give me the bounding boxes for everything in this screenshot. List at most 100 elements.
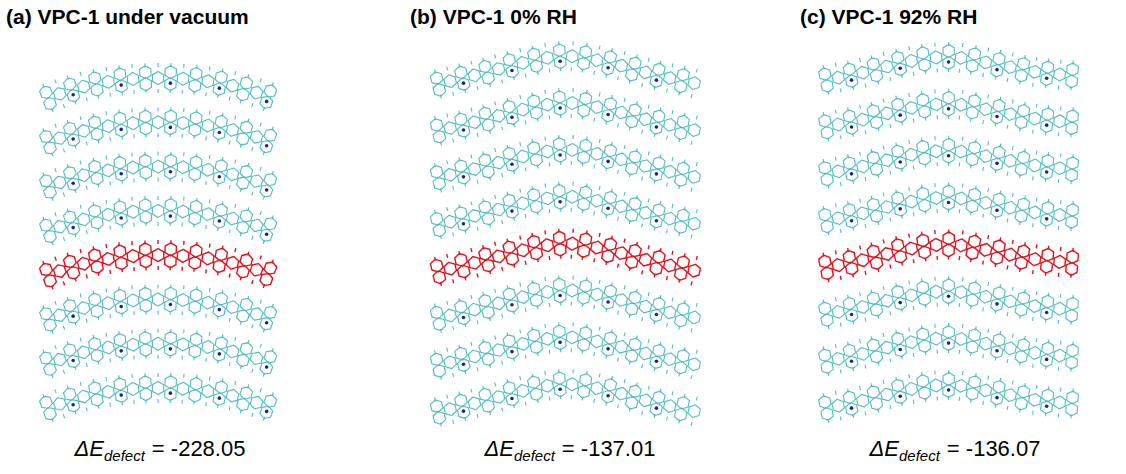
nitrogen-atom [606,66,610,70]
nitrogen-atom [218,86,222,90]
nitrogen-atom [218,219,222,223]
nitrogen-atom [218,352,222,356]
nitrogen-atom [169,81,173,85]
nitrogen-atom [119,393,123,397]
stacked-layer [819,42,1079,95]
panel-title: (a) VPC-1 under vacuum [6,5,249,29]
energy-label: ΔEdefect = -137.01 [485,436,656,464]
nitrogen-atom [510,397,514,401]
nitrogen-atom [169,391,173,395]
energy-symbol: ΔE [485,436,514,461]
nitrogen-atom [898,348,902,352]
nitrogen-atom [947,341,951,345]
nitrogen-atom [898,301,902,305]
nitrogen-atom [850,125,854,129]
stacked-layer [430,322,700,379]
nitrogen-atom [995,208,999,212]
nitrogen-atom [995,302,999,306]
nitrogen-atom [510,303,514,307]
nitrogen-atom [265,100,269,104]
stacked-layer [40,107,277,156]
nitrogen-atom [265,410,269,414]
nitrogen-atom [462,362,466,366]
nitrogen-atom [462,409,466,413]
nitrogen-atom [71,314,75,318]
nitrogen-atom [169,347,173,351]
nitrogen-atom [1045,311,1049,315]
nitrogen-atom [265,188,269,192]
nitrogen-atom [558,200,562,204]
nitrogen-atom [169,126,173,130]
nitrogen-atom [995,396,999,400]
nitrogen-atom [947,107,951,111]
nitrogen-atom [898,207,902,211]
nitrogen-atom [510,350,514,354]
nitrogen-atom [1045,217,1049,221]
nitrogen-atom [119,349,123,353]
nitrogen-atom [265,144,269,148]
nitrogen-atom [265,232,269,236]
energy-subscript: defect [104,447,145,464]
nitrogen-atom [850,313,854,317]
nitrogen-atom [169,214,173,218]
nitrogen-atom [655,313,659,317]
nitrogen-atom [898,394,902,398]
nitrogen-atom [218,131,222,135]
energy-symbol: ΔE [75,436,104,461]
nitrogen-atom [71,137,75,141]
nitrogen-atom [119,216,123,220]
nitrogen-atom [558,387,562,391]
nitrogen-atom [606,206,610,210]
panel-title: (b) VPC-1 0% RH [410,5,577,29]
nitrogen-atom [995,349,999,353]
nitrogen-atom [558,59,562,63]
nitrogen-atom [510,69,514,73]
stacked-layer [819,370,1079,423]
nitrogen-atom [462,81,466,85]
nitrogen-atom [1045,123,1049,127]
nitrogen-atom [947,60,951,64]
nitrogen-atom [462,316,466,320]
nitrogen-atom [850,406,854,410]
stacked-layer [40,284,277,333]
nitrogen-atom [462,222,466,226]
energy-value: = -228.05 [152,436,246,461]
stacked-layer [819,89,1079,142]
nitrogen-atom [71,226,75,230]
nitrogen-atom [119,305,123,309]
nitrogen-atom [462,175,466,179]
nitrogen-atom [655,125,659,129]
nitrogen-atom [1045,170,1049,174]
stacked-layer [430,369,700,426]
nitrogen-atom [119,128,123,132]
nitrogen-atom [71,93,75,97]
stacked-layer [40,329,277,378]
stacked-layer [40,196,277,245]
nitrogen-atom [850,359,854,363]
stacked-layer [819,136,1079,189]
layer-stack [40,63,277,422]
nitrogen-atom [558,106,562,110]
nitrogen-atom [655,360,659,364]
nitrogen-atom [1045,76,1049,80]
layer-stack [430,41,700,426]
nitrogen-atom [995,68,999,72]
panel-title: (c) VPC-1 92% RH [800,5,977,29]
nitrogen-atom [71,182,75,186]
nitrogen-atom [218,396,222,400]
stacked-layer [430,182,700,239]
nitrogen-atom [995,162,999,166]
nitrogen-atom [71,359,75,363]
energy-value: = -137.01 [562,436,656,461]
energy-subscript: defect [514,447,555,464]
nitrogen-atom [119,172,123,176]
stacked-layer [430,276,700,333]
nitrogen-atom [71,403,75,407]
nitrogen-atom [169,303,173,307]
stacked-layer [430,41,700,98]
nitrogen-atom [558,153,562,157]
nitrogen-atom [265,365,269,369]
stacked-layer [40,373,277,422]
nitrogen-atom [898,160,902,164]
